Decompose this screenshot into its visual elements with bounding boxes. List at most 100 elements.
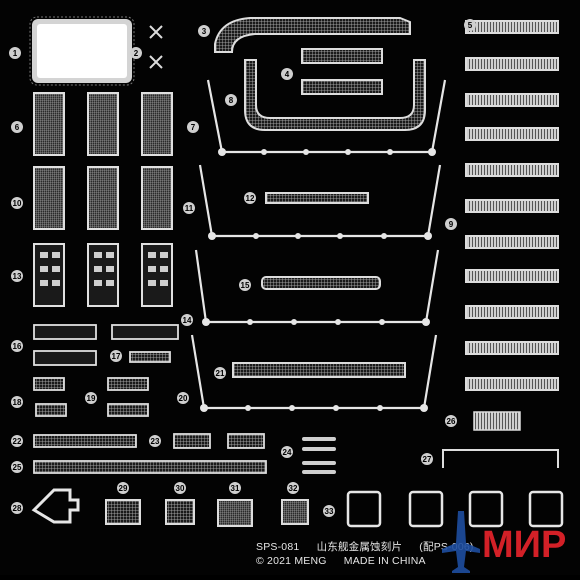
part-number-badge: 14 [181,314,193,326]
part-number-badge: 3 [198,25,210,37]
part-number-badge: 18 [11,396,23,408]
part-number-badge: 25 [11,461,23,473]
svg-text:29: 29 [119,484,128,493]
svg-text:9: 9 [449,220,454,229]
svg-text:24: 24 [283,448,292,457]
railing-frames [190,79,447,410]
svg-text:31: 31 [231,484,240,493]
part-13-ladder-panels [33,243,173,307]
svg-text:4: 4 [285,70,290,79]
part-number-badge: 15 [239,279,251,291]
part-number-badge: 12 [244,192,256,204]
part-number-badge: 13 [11,270,23,282]
part-15-walkway [261,276,381,290]
part-1-frame [29,16,135,86]
svg-text:7: 7 [191,123,196,132]
svg-text:11: 11 [185,204,194,213]
chinese-title: 山东舰金属蚀刻片 [316,541,403,553]
svg-text:5: 5 [468,21,473,30]
part-21-walkway [232,362,406,378]
small-grid-parts [33,377,149,417]
svg-text:13: 13 [13,272,22,281]
svg-text:20: 20 [179,394,188,403]
part-number-badge: 31 [229,482,241,494]
svg-text:33: 33 [325,507,334,516]
part-number-badge: 24 [281,446,293,458]
svg-text:32: 32 [289,484,298,493]
watermark-logo: МИР [442,511,566,573]
part-number-badge: 21 [214,367,226,379]
part-number-badge: 33 [323,505,335,517]
part-5-ladder-column [465,20,559,391]
small-square-parts [105,499,309,527]
part-number-badge: 23 [149,435,161,447]
part-number-badge: 27 [421,453,433,465]
part-28-bracket [31,488,80,524]
part-number-badge: 9 [445,218,457,230]
svg-text:15: 15 [241,281,250,290]
watermark-text: МИР [482,524,566,566]
part-number-badge: 16 [11,340,23,352]
svg-text:1: 1 [13,49,18,58]
part-4-walkways [301,48,383,95]
svg-text:16: 16 [13,342,22,351]
part-number-badge: 5 [464,19,476,31]
copyright-text: © 2021 MENG [256,555,327,567]
part-number-badge: 30 [174,482,186,494]
svg-text:14: 14 [183,316,192,325]
part-number-badge: 8 [225,94,237,106]
svg-text:17: 17 [112,352,121,361]
part-number-badge: 10 [11,197,23,209]
part-24-rods [302,437,336,474]
svg-text:12: 12 [246,194,255,203]
svg-text:19: 19 [87,394,96,403]
part-number-badge: 20 [177,392,189,404]
part-number-badges: 1 2 3 4 5 6 7 8 9 10 11 12 13 14 15 16 1… [9,19,476,517]
part-number-badge: 2 [130,47,142,59]
part-number-badge: 11 [183,202,195,214]
svg-text:28: 28 [13,504,22,513]
svg-text:25: 25 [13,463,22,472]
part-number-badge: 26 [445,415,457,427]
part-number-badge: 1 [9,47,21,59]
part-3-curved-walkway [214,17,411,53]
part-17-strip [129,351,171,363]
part-number-badge: 6 [11,121,23,133]
svg-text:27: 27 [423,455,432,464]
railing-stanchions [200,148,436,412]
sheet-footer-copyright: © 2021 MENG MADE IN CHINA [256,555,440,567]
part-16-brackets [33,324,179,366]
part-8-u-walkway [244,59,426,131]
svg-text:6: 6 [15,123,20,132]
part-number-badge: 19 [85,392,97,404]
part-33-frames [346,490,564,528]
long-walkway-parts [33,433,267,474]
svg-text:2: 2 [134,49,139,58]
part-13-rungs [40,252,168,286]
svg-text:26: 26 [447,417,456,426]
svg-text:22: 22 [13,437,22,446]
product-code: SPS-081 [256,541,300,553]
part-2-clips [149,25,163,69]
svg-text:8: 8 [229,96,234,105]
svg-text:10: 10 [13,199,22,208]
svg-text:3: 3 [202,27,207,36]
part-number-badge: 22 [11,435,23,447]
watermark-plane-icon [442,511,480,573]
part-6-grate-panels [33,92,173,156]
svg-text:30: 30 [176,484,185,493]
part-number-badge: 32 [287,482,299,494]
part-number-badge: 17 [110,350,122,362]
svg-text:23: 23 [151,437,160,446]
part-27-bar [442,449,559,468]
part-10-grate-panels [33,166,173,230]
part-number-badge: 7 [187,121,199,133]
part-number-badge: 4 [281,68,293,80]
part-number-badge: 28 [11,502,23,514]
part-26-grille [473,411,521,431]
svg-text:21: 21 [216,369,225,378]
svg-text:18: 18 [13,398,22,407]
part-number-badge: 29 [117,482,129,494]
